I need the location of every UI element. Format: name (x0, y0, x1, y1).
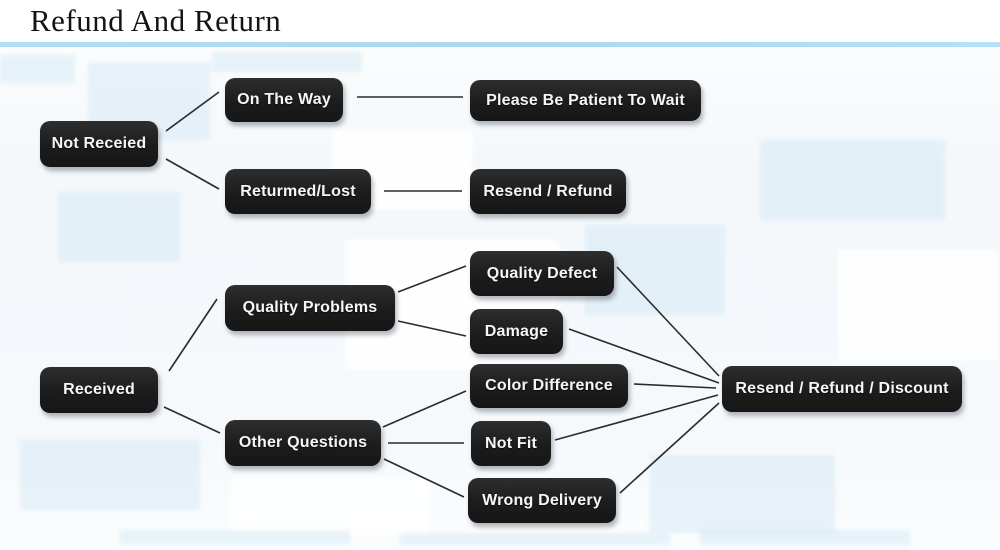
background-tile (700, 530, 910, 545)
background-tile (838, 250, 998, 360)
edge-other-questions-color-difference (382, 390, 467, 428)
edge-wrong-delivery-rrd (619, 402, 720, 494)
background-tile (20, 440, 200, 510)
node-returned-lost: Returmed/Lost (225, 169, 371, 214)
header-band (0, 0, 1000, 42)
node-not-received: Not Receied (40, 121, 158, 167)
background-tile (0, 55, 75, 83)
page-title: Refund And Return (30, 3, 282, 38)
node-received: Received (40, 367, 158, 413)
edge-quality-problems-quality-defect (397, 265, 467, 293)
node-other-questions: Other Questions (225, 420, 381, 466)
edge-not-received-returned-lost (165, 158, 220, 190)
edge-not-fit-rrd (554, 394, 719, 441)
edge-quality-defect-rrd (616, 266, 720, 377)
edge-received-quality-problems (168, 298, 218, 372)
edge-color-difference-rrd (633, 383, 717, 389)
edge-damage-rrd (568, 328, 720, 384)
background-tile (650, 455, 835, 533)
edge-not-received-on-the-way (165, 91, 220, 132)
background-tile (230, 478, 430, 536)
background-tile (120, 530, 350, 544)
node-wrong-delivery: Wrong Delivery (468, 478, 616, 523)
node-damage: Damage (470, 309, 563, 354)
edge-quality-problems-damage (397, 320, 467, 337)
node-resend-refund: Resend / Refund (470, 169, 626, 214)
background-tile (212, 52, 362, 72)
node-color-difference: Color Difference (470, 364, 628, 408)
node-please-be-patient: Please Be Patient To Wait (470, 80, 701, 121)
background-tile (58, 192, 180, 262)
edge-other-questions-wrong-delivery (383, 458, 465, 498)
background-tile (400, 533, 670, 545)
edge-received-other-questions (163, 406, 221, 434)
node-not-fit: Not Fit (471, 421, 551, 466)
node-quality-problems: Quality Problems (225, 285, 395, 331)
node-on-the-way: On The Way (225, 78, 343, 122)
title-underline-rule (0, 42, 1000, 47)
node-resend-refund-discount: Resend / Refund / Discount (722, 366, 962, 412)
background-tile (760, 140, 945, 220)
node-quality-defect: Quality Defect (470, 251, 614, 296)
